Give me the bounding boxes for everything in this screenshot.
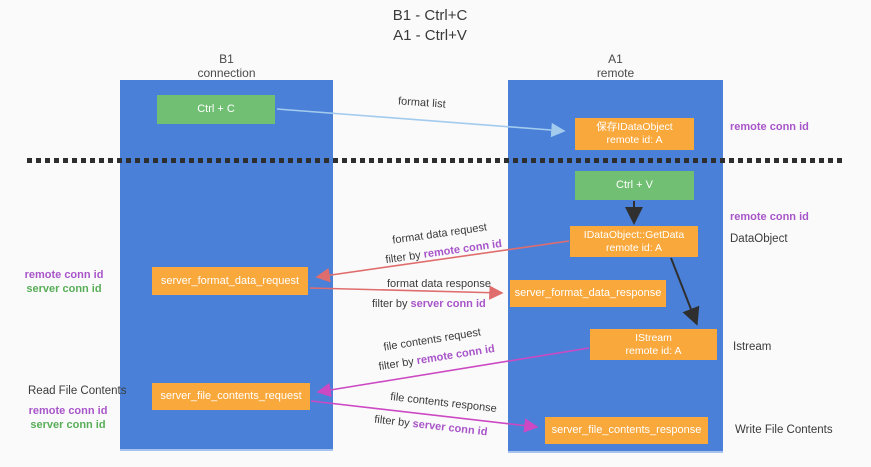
label-filter-by-server-conn-id-2: filter by server conn id bbox=[374, 414, 488, 439]
istream-line2: remote id: A bbox=[625, 344, 682, 357]
side-conn-id-pair-1: remote conn id server conn id bbox=[14, 268, 114, 296]
server-format-data-response-label: server_format_data_response bbox=[514, 287, 662, 299]
getdata-line1: IDataObject::GetData bbox=[583, 228, 685, 241]
session-divider-dashed-line bbox=[27, 158, 846, 163]
lane-header-b1-line1: B1 bbox=[219, 52, 234, 66]
side-istream-label: Istream bbox=[733, 341, 772, 353]
save-idataobject-node: 保存IDataObject remote id: A bbox=[575, 118, 694, 150]
getdata-line2: remote id: A bbox=[605, 241, 663, 254]
lane-header-a1-line2: remote bbox=[596, 66, 635, 80]
label-file-contents-response: file contents response bbox=[389, 390, 498, 416]
remote-conn-id-text: remote conn id bbox=[422, 237, 503, 261]
diagram-title: B1 - Ctrl+C A1 - Ctrl+V bbox=[0, 6, 860, 46]
ctrl-v-node: Ctrl + V bbox=[575, 171, 694, 200]
side-remote-conn-id-mid-right: remote conn id bbox=[730, 211, 809, 223]
server-conn-id-left-1: server conn id bbox=[26, 283, 102, 295]
server-conn-id-text: server conn id bbox=[410, 298, 486, 310]
filter-by-text: filter by bbox=[373, 413, 411, 430]
lane-header-b1-line2: connection bbox=[197, 66, 256, 80]
save-idataobject-line2: remote id: A bbox=[606, 134, 663, 146]
label-filter-by-server-conn-id-1: filter by server conn id bbox=[372, 298, 486, 310]
lane-header-a1-remote: A1 remote bbox=[508, 52, 723, 80]
server-file-contents-response-label: server_file_contents_response bbox=[551, 424, 702, 436]
side-dataobject-label: DataObject bbox=[730, 233, 788, 245]
istream-line1: IStream bbox=[635, 331, 672, 344]
ctrl-c-node: Ctrl + C bbox=[157, 95, 275, 124]
lane-header-b1-connection: B1 connection bbox=[120, 52, 333, 80]
server-conn-id-text: server conn id bbox=[411, 417, 489, 439]
filter-by-text: filter by bbox=[377, 355, 415, 374]
server-file-contents-response-node: server_file_contents_response bbox=[545, 417, 708, 444]
idataobject-getdata-node: IDataObject::GetData remote id: A bbox=[570, 226, 698, 257]
lane-header-a1-line1: A1 bbox=[608, 52, 623, 66]
server-format-data-request-label: server_format_data_request bbox=[160, 274, 300, 287]
title-line-2: A1 - Ctrl+V bbox=[393, 27, 467, 44]
remote-conn-id-left-1: remote conn id bbox=[24, 269, 104, 281]
server-file-contents-request-node: server_file_contents_request bbox=[152, 383, 310, 410]
side-conn-id-pair-2: remote conn id server conn id bbox=[18, 404, 118, 432]
server-conn-id-left-2: server conn id bbox=[30, 419, 106, 431]
ctrl-c-label: Ctrl + C bbox=[197, 103, 235, 115]
side-read-file-contents-label: Read File Contents bbox=[28, 385, 127, 397]
filter-by-text: filter by bbox=[384, 249, 422, 267]
side-remote-conn-id-top-right: remote conn id bbox=[730, 121, 809, 133]
server-file-contents-request-label: server_file_contents_request bbox=[160, 390, 302, 402]
save-idataobject-line1: 保存IDataObject bbox=[596, 121, 673, 133]
filter-by-text: filter by bbox=[372, 298, 408, 310]
ctrl-v-label: Ctrl + V bbox=[616, 179, 653, 191]
server-format-data-request-node: server_format_data_request bbox=[152, 267, 308, 295]
istream-node: IStream remote id: A bbox=[590, 329, 717, 360]
side-write-file-contents-label: Write File Contents bbox=[735, 424, 833, 436]
label-format-list: format list bbox=[397, 95, 447, 111]
label-format-data-response: format data response bbox=[387, 278, 491, 290]
title-line-1: B1 - Ctrl+C bbox=[392, 7, 468, 24]
server-format-data-response-node: server_format_data_response bbox=[510, 280, 666, 307]
remote-conn-id-left-2: remote conn id bbox=[28, 405, 108, 417]
